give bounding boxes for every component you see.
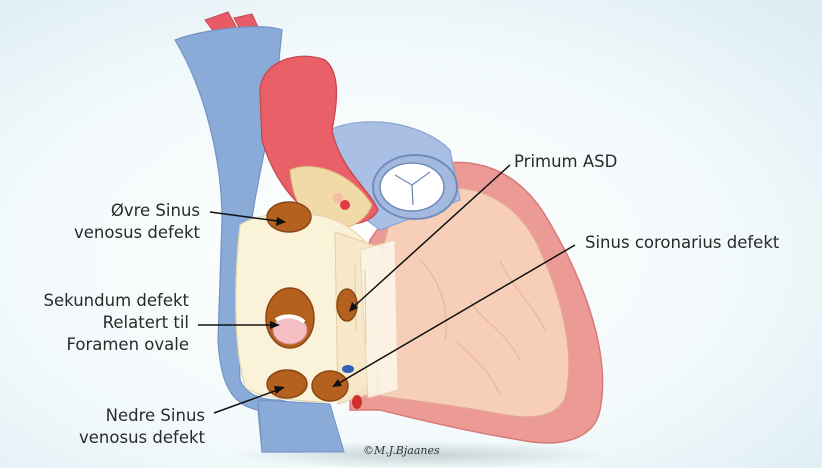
valve <box>373 155 457 219</box>
coronary-sinus-defect <box>312 371 348 401</box>
upper-sinus-venosus-defect <box>267 202 311 232</box>
label-lower-sinus-venosus: Nedre Sinus venosus defekt <box>40 405 205 449</box>
coronary-artery-spot <box>352 395 362 409</box>
label-secundum-line2: Relatert til <box>0 312 189 334</box>
coronary-ostium-ring <box>333 193 343 203</box>
inferior-vena-cava <box>258 400 344 452</box>
label-secundum-line3: Foramen ovale <box>0 334 189 356</box>
artist-signature: ©M.J.Bjaanes <box>363 444 440 457</box>
label-coronary-sinus-defect: Sinus coronarius defekt <box>585 232 779 254</box>
label-upper-sinus-line2: venosus defekt <box>40 222 200 244</box>
label-upper-sinus-line1: Øvre Sinus <box>40 200 200 222</box>
label-lower-sinus-line2: venosus defekt <box>40 427 205 449</box>
label-secundum-line1: Sekundum defekt <box>0 290 189 312</box>
label-secundum-defect: Sekundum defekt Relatert til Foramen ova… <box>0 290 189 356</box>
label-upper-sinus-venosus: Øvre Sinus venosus defekt <box>40 200 200 244</box>
label-lower-sinus-line1: Nedre Sinus <box>40 405 205 427</box>
label-primum-asd: Primum ASD <box>514 151 617 173</box>
lower-sinus-venosus-defect <box>267 370 307 398</box>
coronary-sinus-vessel <box>342 365 354 373</box>
